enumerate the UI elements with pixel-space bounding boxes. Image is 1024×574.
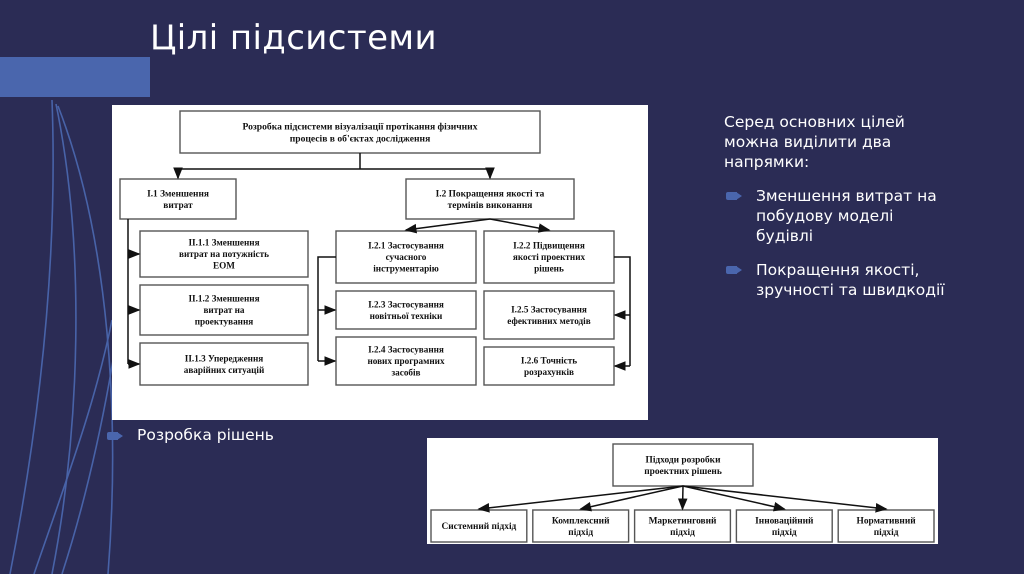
svg-text:якості проектних: якості проектних bbox=[513, 252, 586, 262]
svg-text:витрат на потужність: витрат на потужність bbox=[179, 249, 269, 259]
svg-text:підхід: підхід bbox=[568, 527, 593, 538]
svg-text:Системний підхід: Системний підхід bbox=[441, 521, 516, 532]
list-item-label: Покращення якості, зручності та швидкоді… bbox=[756, 261, 945, 299]
svg-text:Підходи розробки: Підходи розробки bbox=[646, 454, 722, 465]
svg-text:підхід: підхід bbox=[874, 527, 899, 538]
svg-text:витрат: витрат bbox=[163, 201, 193, 211]
pennant-arrow-icon bbox=[726, 192, 742, 200]
svg-text:підхід: підхід bbox=[772, 527, 797, 538]
svg-text:II.1.3 Упередження: II.1.3 Упередження bbox=[185, 353, 264, 363]
svg-text:Інноваційний: Інноваційний bbox=[755, 515, 814, 526]
connector bbox=[677, 485, 688, 511]
connector bbox=[360, 167, 495, 180]
left-dark-fill bbox=[22, 97, 118, 574]
svg-text:I.2.5 Застосування: I.2.5 Застосування bbox=[511, 304, 587, 314]
diagram-node-leaf: I.2.3 Застосування новітньої техніки bbox=[335, 290, 477, 330]
diagram-node-leaf: II.1.3 Упередження аварійних ситуацій bbox=[139, 342, 309, 386]
svg-text:I.2.1 Застосування: I.2.1 Застосування bbox=[368, 241, 444, 251]
svg-text:Маркетинговий: Маркетинговий bbox=[649, 515, 717, 526]
svg-text:підхід: підхід bbox=[670, 527, 695, 538]
title-banner-tip bbox=[128, 57, 150, 97]
svg-text:новітньої техніки: новітньої техніки bbox=[370, 311, 443, 321]
goal-bullet-list: Зменшення витрат на побудову моделі буді… bbox=[724, 186, 954, 300]
svg-text:аварійних ситуацій: аварійних ситуацій bbox=[184, 365, 265, 375]
connector bbox=[682, 485, 786, 512]
lower-bullet-label: Розробка рішень bbox=[137, 426, 274, 444]
connector bbox=[317, 256, 336, 361]
svg-text:ЕОМ: ЕОМ bbox=[213, 261, 235, 271]
svg-text:термінів виконання: термінів виконання bbox=[448, 200, 533, 211]
svg-text:засобів: засобів bbox=[391, 368, 420, 378]
svg-text:проектування: проектування bbox=[195, 317, 253, 327]
svg-text:витрат на: витрат на bbox=[203, 305, 244, 315]
connector bbox=[489, 218, 551, 233]
connector bbox=[477, 485, 684, 513]
svg-text:I.2.3 Застосування: I.2.3 Застосування bbox=[368, 299, 444, 309]
lead-paragraph: Серед основних цілей можна виділити два … bbox=[724, 113, 905, 171]
diagram-node-level1: I.1 Зменшення витрат bbox=[119, 178, 237, 220]
goals-tree-diagram: Розробка підсистеми візуалізації протіка… bbox=[119, 110, 631, 386]
svg-text:II.1.1 Зменшення: II.1.1 Зменшення bbox=[188, 238, 259, 248]
svg-text:рішень: рішень bbox=[534, 264, 564, 274]
svg-text:сучасного: сучасного bbox=[386, 252, 427, 262]
svg-text:I.2.4 Застосування: I.2.4 Застосування bbox=[368, 345, 444, 355]
connector bbox=[579, 485, 684, 512]
connector bbox=[404, 218, 491, 234]
svg-text:I.2 Покращення якості та: I.2 Покращення якості та bbox=[436, 188, 545, 199]
title-banner-shape bbox=[0, 57, 150, 97]
diagram-node-leaf: I.2.5 Застосування ефективних методів bbox=[483, 290, 615, 340]
page-title: Цілі підсистеми bbox=[150, 18, 437, 58]
diagram-node-leaf: I.2.6 Точність розрахунків bbox=[483, 346, 615, 386]
svg-text:нових програмних: нових програмних bbox=[367, 356, 445, 366]
pennant-arrow-icon bbox=[107, 432, 123, 440]
list-item: Покращення якості, зручності та швидкоді… bbox=[724, 260, 954, 300]
diagram-node-leaf: Системний підхід bbox=[430, 509, 528, 543]
svg-text:проектних рішень: проектних рішень bbox=[644, 466, 722, 477]
svg-text:розрахунків: розрахунків bbox=[524, 367, 574, 377]
svg-text:Розробка підсистеми візуалізац: Розробка підсистеми візуалізації протіка… bbox=[243, 121, 478, 132]
connector bbox=[173, 167, 360, 180]
svg-text:Комплексний: Комплексний bbox=[552, 515, 610, 526]
svg-text:процесів в об'єктах дослідженн: процесів в об'єктах дослідження bbox=[290, 133, 431, 144]
svg-text:I.2.2 Підвищення: I.2.2 Підвищення bbox=[513, 241, 585, 251]
svg-text:I.2.6 Точність: I.2.6 Точність bbox=[521, 355, 577, 365]
svg-text:ефективних методів: ефективних методів bbox=[507, 316, 590, 326]
svg-text:II.1.2 Зменшення: II.1.2 Зменшення bbox=[188, 294, 259, 304]
connector bbox=[614, 256, 631, 366]
svg-text:Нормативний: Нормативний bbox=[857, 515, 917, 526]
list-item: Зменшення витрат на побудову моделі буді… bbox=[724, 186, 954, 246]
pennant-arrow-icon bbox=[726, 266, 742, 274]
decorative-curves bbox=[9, 99, 119, 574]
diagram-node-root: Розробка підсистеми візуалізації протіка… bbox=[179, 110, 541, 154]
svg-text:інструментарію: інструментарію bbox=[373, 264, 439, 274]
connector bbox=[682, 485, 888, 513]
list-item-label: Зменшення витрат на побудову моделі буді… bbox=[756, 187, 937, 245]
right-text-column: Серед основних цілей можна виділити два … bbox=[724, 112, 954, 314]
top-diagram-panel: Розробка підсистеми візуалізації протіка… bbox=[112, 105, 648, 420]
svg-text:I.1 Зменшення: I.1 Зменшення bbox=[147, 189, 209, 199]
lower-bullet-item: Розробка рішень bbox=[105, 426, 274, 444]
